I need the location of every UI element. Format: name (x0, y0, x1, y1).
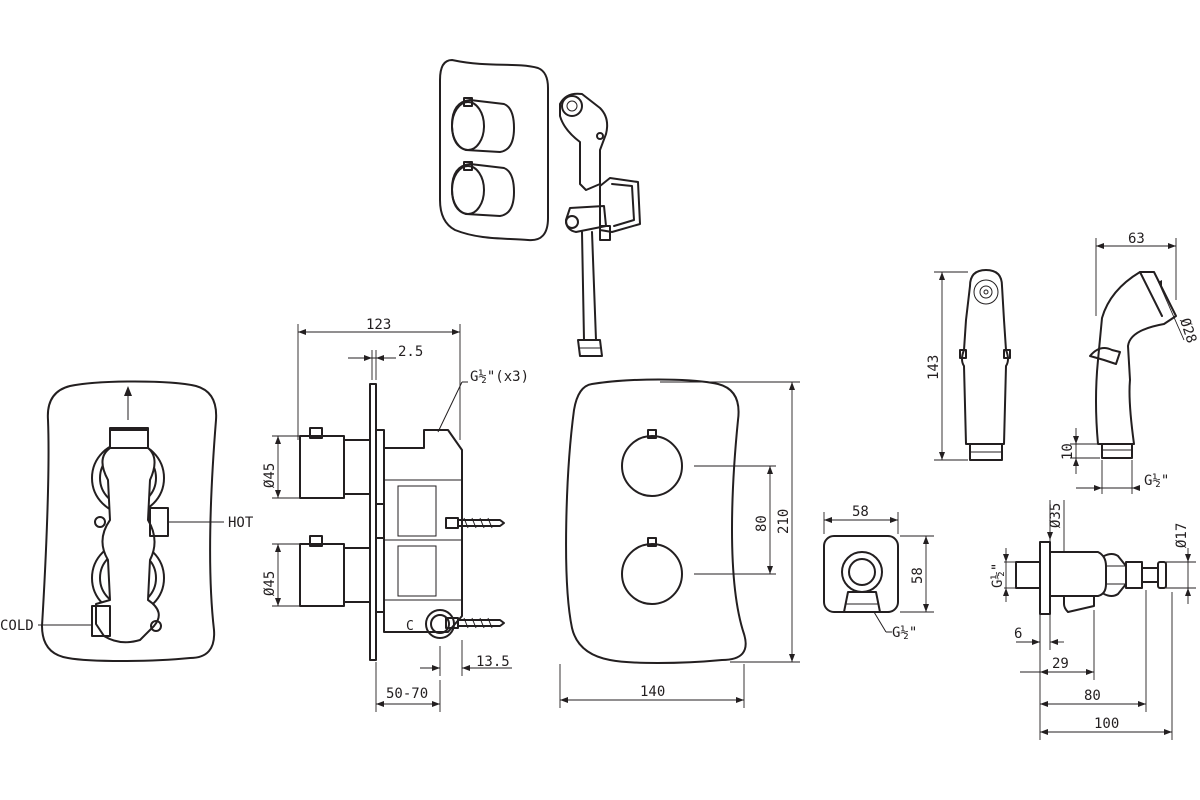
hand-shower-side: 63 Ø28 10 G½" (1060, 231, 1199, 494)
cold-symbol: C (406, 619, 414, 634)
dim-63: 63 (1128, 231, 1145, 247)
dim-29: 29 (1052, 656, 1069, 672)
valve-side-view: 123 2.5 G½"(x3) (262, 317, 529, 712)
dim-35: Ø35 (1048, 503, 1064, 528)
dim-143: 143 (926, 355, 942, 380)
bottom-handle-3d (451, 161, 515, 217)
dim-123: 123 (366, 317, 391, 333)
dim-80: 80 (754, 515, 770, 532)
elbow-connection-label: G½" (892, 625, 917, 641)
dim-210: 210 (776, 509, 792, 534)
wall-elbow-view: 58 58 G½" (823, 504, 934, 641)
cold-label: COLD (0, 618, 34, 634)
dim-45-bottom: Ø45 (262, 571, 278, 596)
trim-plate-front-view: 80 210 140 (559, 378, 800, 708)
valve-connection-label: G½" (990, 563, 1006, 588)
angle-valve-view: G½" Ø35 Ø17 6 29 80 (990, 500, 1196, 740)
perspective-trim-plate (439, 59, 549, 242)
dim-17: Ø17 (1174, 523, 1190, 548)
shower-connection-label: G½" (1144, 473, 1169, 489)
dim-100: 100 (1094, 716, 1119, 732)
hot-label: HOT (228, 515, 254, 531)
dim-45-top: Ø45 (262, 463, 278, 488)
dim-2-5: 2.5 (398, 344, 423, 360)
hand-shower-front: 143 (926, 269, 1011, 461)
dim-58-width: 58 (852, 504, 869, 520)
perspective-hand-shower (559, 92, 641, 357)
connection-label: G½"(x3) (470, 369, 529, 385)
dim-80-valve: 80 (1084, 688, 1101, 704)
dim-28: Ø28 (1176, 316, 1199, 345)
dim-50-70: 50-70 (386, 686, 428, 702)
valve-front-view: HOT COLD (0, 380, 254, 662)
top-handle-3d (451, 97, 515, 153)
dim-58-height: 58 (910, 567, 926, 584)
dim-13-5: 13.5 (476, 654, 510, 670)
dim-6: 6 (1014, 626, 1022, 642)
dim-140: 140 (640, 684, 665, 700)
dim-10: 10 (1060, 443, 1076, 460)
